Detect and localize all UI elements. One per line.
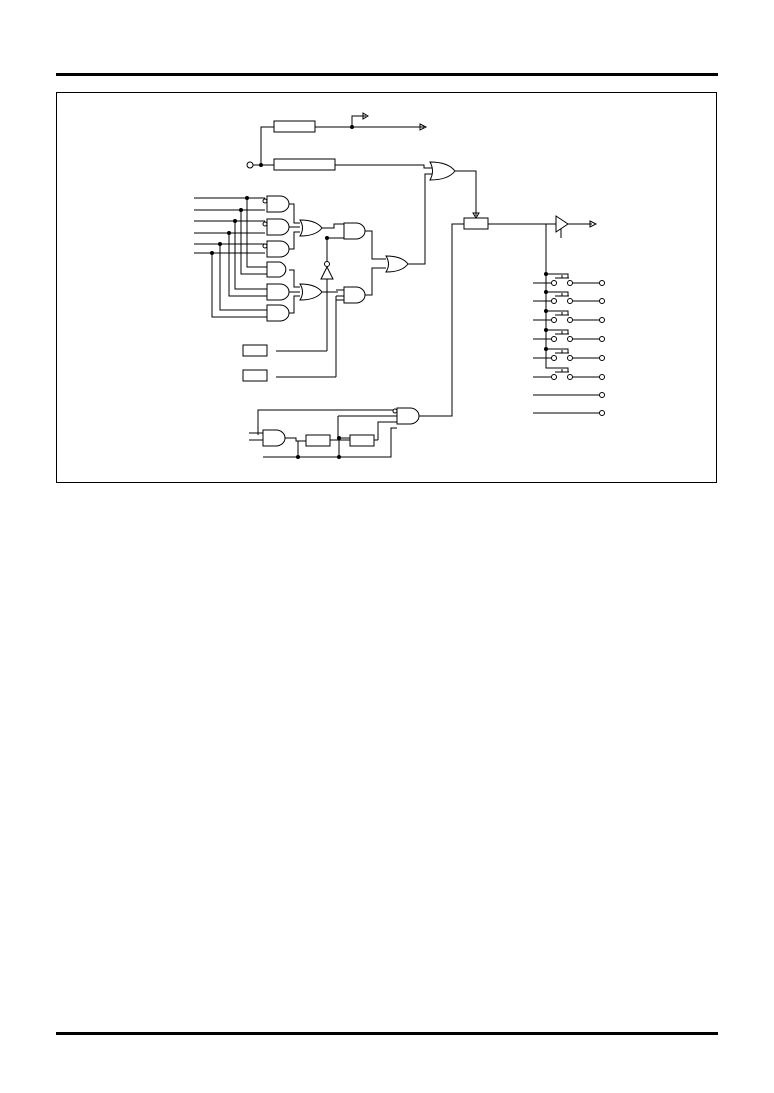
timer-section (249, 407, 420, 459)
terminal (599, 392, 605, 398)
clock-input-pin (246, 161, 254, 169)
terminal (599, 355, 605, 361)
and-gate (266, 283, 290, 301)
or-gate (299, 219, 323, 237)
mux-box (463, 217, 489, 230)
or-gate-column-2 (289, 203, 323, 314)
and-gate (266, 304, 290, 322)
control-boxes (242, 344, 336, 382)
switch-row (533, 290, 605, 304)
switch-row (533, 328, 605, 342)
and-gate (266, 261, 287, 278)
and-gate (266, 195, 290, 213)
or-gate-main (429, 161, 456, 181)
terminal (599, 336, 605, 342)
and-gate-column-1 (262, 195, 290, 322)
output-buffer (555, 215, 569, 233)
and-gate (343, 286, 366, 304)
footer-rule (56, 1032, 718, 1035)
counter-box (273, 158, 336, 171)
or-gate (299, 283, 323, 301)
switch-row (533, 358, 605, 380)
switch-row (533, 347, 605, 361)
terminal (599, 298, 605, 304)
clock-input-section (246, 112, 434, 171)
terminal (599, 280, 605, 286)
prescaler-box (273, 120, 316, 133)
timer-box-1 (305, 434, 331, 447)
and-gate (266, 218, 290, 236)
timer-box-2 (349, 434, 375, 447)
and-gate (262, 429, 286, 447)
or-gate (385, 255, 409, 273)
inverter (320, 265, 334, 280)
control-box-1 (242, 344, 268, 357)
and-gate (343, 222, 366, 240)
switch-array (533, 224, 605, 416)
and-gate (266, 240, 290, 258)
input-bus (194, 196, 267, 318)
switch-row (533, 272, 605, 286)
terminal (599, 410, 605, 416)
terminal (599, 317, 605, 323)
output-selector (418, 161, 598, 417)
header-rule (56, 73, 718, 76)
switch-row (533, 309, 605, 323)
diagram-frame (56, 92, 717, 483)
and-gate-column-3 (343, 173, 434, 304)
inverter-section (320, 223, 344, 377)
terminal (599, 374, 605, 380)
and-gate-enable (396, 407, 420, 425)
control-box-2 (242, 369, 268, 382)
